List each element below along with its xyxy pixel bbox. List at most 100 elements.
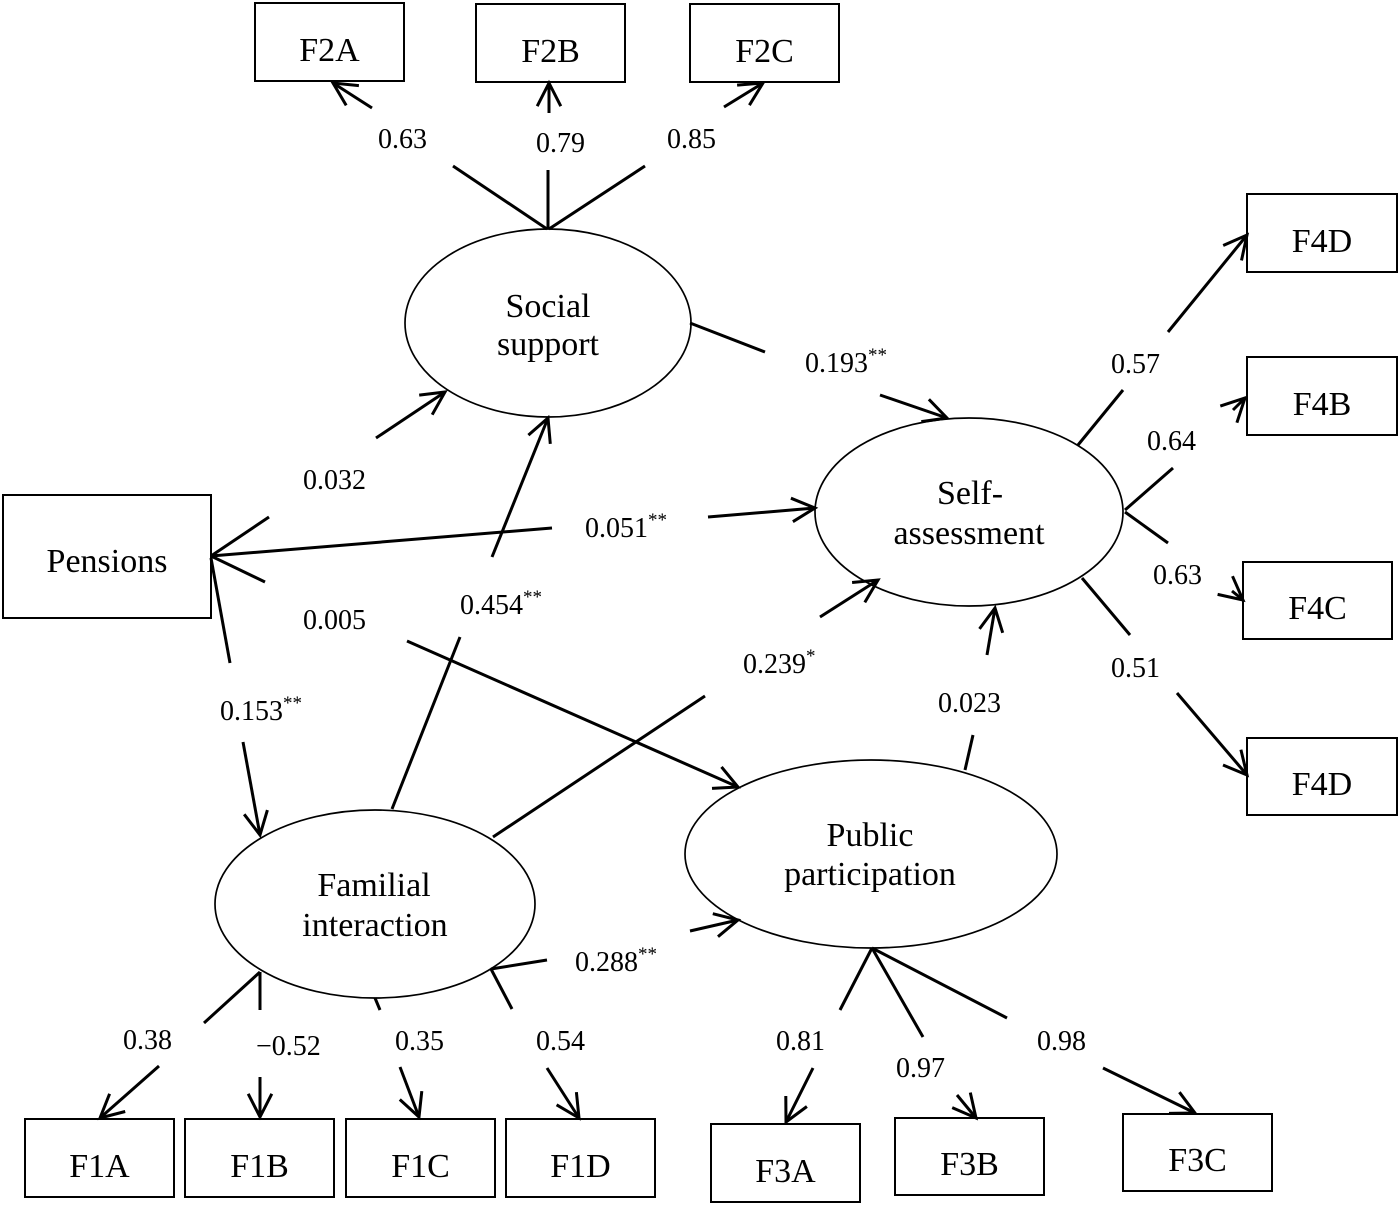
node-label: F1A [69, 1148, 130, 1185]
coefficient-label: 0.023 [938, 688, 1001, 719]
arrowhead-icon [711, 765, 742, 790]
edge-pensions-to-social-support: 0.032 [210, 390, 448, 558]
arrowhead-icon [555, 1091, 581, 1121]
coefficient-label: 0.54 [536, 1026, 585, 1057]
coefficient-label: 0.64 [1147, 426, 1196, 457]
coefficient-value: 0.57 [1111, 349, 1160, 380]
coefficient-label: 0.81 [776, 1026, 825, 1057]
edge-pensions-to-self-assessment: 0.051** [210, 496, 819, 558]
coefficient-label: 0.288** [575, 944, 657, 978]
coefficient-label: 0.97 [896, 1053, 945, 1084]
path-line [202, 970, 262, 1025]
path-line-arrow [332, 81, 373, 110]
coefficient-label: 0.98 [1037, 1026, 1086, 1057]
coefficient-label: 0.79 [536, 128, 585, 159]
coefficient-value: 0.239 [743, 649, 806, 680]
node-f2c: F2C [689, 3, 840, 83]
node-label: F3B [940, 1146, 999, 1183]
path-line-arrow [1175, 692, 1249, 776]
path-line-arrow [406, 639, 739, 789]
node-label-line-1: Public [827, 817, 914, 854]
node-label-line-2: participation [784, 856, 956, 893]
arrowhead-icon [527, 414, 552, 445]
path-line-arrow [879, 393, 948, 420]
node-f4c: F4C [1242, 561, 1393, 640]
path-line-arrow [545, 1067, 581, 1119]
node-f3b: F3B [894, 1117, 1045, 1196]
node-label-line-1: Familial [317, 867, 430, 904]
edge-familial-interaction-to-self-assessment: 0.239* [492, 578, 881, 839]
edge-pensions-to-public-participation: 0.005 [210, 554, 742, 790]
coefficient-value: 0.193 [805, 348, 868, 379]
significance-stars: ** [868, 345, 887, 366]
coefficient-label: 0.38 [123, 1025, 172, 1056]
coefficient-label: −0.52 [256, 1031, 321, 1062]
path-line [1076, 389, 1125, 446]
arrowhead-icon [1219, 395, 1248, 424]
path-line [210, 526, 553, 558]
edge-familial-interaction-to-f1b: −0.52 [246, 972, 321, 1121]
coefficient-value: 0.81 [776, 1026, 825, 1057]
node-f2b: F2B [475, 3, 626, 83]
node-label: F4B [1293, 386, 1352, 423]
node-label: F3A [755, 1153, 816, 1190]
path-line [1080, 577, 1132, 636]
coefficient-value: 0.54 [536, 1026, 585, 1057]
arrowhead-icon [1222, 749, 1250, 778]
indicator-box [1122, 1113, 1273, 1192]
coefficient-label: 0.153** [220, 693, 302, 727]
node-f1b: F1B [184, 1118, 335, 1198]
coefficient-value: 0.63 [1153, 560, 1202, 591]
coefficient-value: 0.454 [460, 590, 523, 621]
arrowhead-icon [978, 604, 1005, 634]
edge-self-assessment-to-f4d-bottom: 0.51 [1080, 577, 1250, 778]
coefficient-label: 0.57 [1111, 349, 1160, 380]
arrowhead-icon [951, 1092, 979, 1121]
arrowhead-icon [330, 81, 360, 107]
significance-stars: ** [648, 510, 667, 531]
coefficient-value: 0.97 [896, 1053, 945, 1084]
path-line [489, 968, 514, 1010]
edge-social-support-to-f2a: 0.63 [330, 81, 548, 231]
node-f3c: F3C [1122, 1113, 1273, 1192]
node-label: Pensions [47, 543, 168, 580]
path-line-arrow [723, 81, 764, 109]
coefficient-value: 0.79 [536, 128, 585, 159]
coefficient-value: 0.153 [220, 696, 283, 727]
edge-pensions-to-familial-interaction: 0.153** [209, 557, 302, 839]
path-line-arrow [99, 1064, 160, 1120]
path-line-arrow [955, 1094, 978, 1119]
arrowhead-icon [784, 1095, 808, 1125]
arrowhead-icon [736, 81, 766, 106]
arrowhead-icon [535, 79, 563, 107]
node-label: F1D [550, 1148, 610, 1185]
edge-familial-interaction-to-social-support: 0.454** [390, 414, 552, 810]
node-public-participation: Public participation [684, 759, 1058, 949]
arrowhead-icon [921, 398, 951, 424]
path-line [452, 164, 548, 231]
path-line-arrow [241, 741, 262, 836]
arrowhead-icon [246, 1093, 274, 1121]
indicator-box [1242, 561, 1393, 640]
indicator-box [710, 1123, 861, 1203]
path-line [1124, 510, 1169, 545]
arrowhead-icon [790, 496, 819, 523]
node-pensions: Pensions [2, 494, 212, 619]
node-f1d: F1D [505, 1118, 656, 1198]
edge-familial-interaction-to-f1c: 0.35 [373, 997, 444, 1121]
edge-public-participation-to-self-assessment: 0.023 [938, 604, 1005, 771]
coefficient-value: 0.032 [303, 465, 366, 496]
path-line-arrow [784, 1067, 815, 1123]
coefficient-value: 0.51 [1111, 653, 1160, 684]
path-line [838, 947, 874, 1011]
edge-public-participation-to-f3c: 0.98 [871, 946, 1198, 1115]
coefficient-label: 0.454** [460, 587, 542, 621]
node-label: F2C [735, 33, 794, 70]
path-line [548, 164, 646, 231]
coefficient-label: 0.63 [1153, 560, 1202, 591]
path-line-arrow [1166, 234, 1249, 333]
path-line [492, 694, 706, 839]
node-label: F4C [1288, 590, 1347, 627]
node-self-assessment: Self- assessment [814, 417, 1124, 607]
node-label: F1B [230, 1148, 289, 1185]
